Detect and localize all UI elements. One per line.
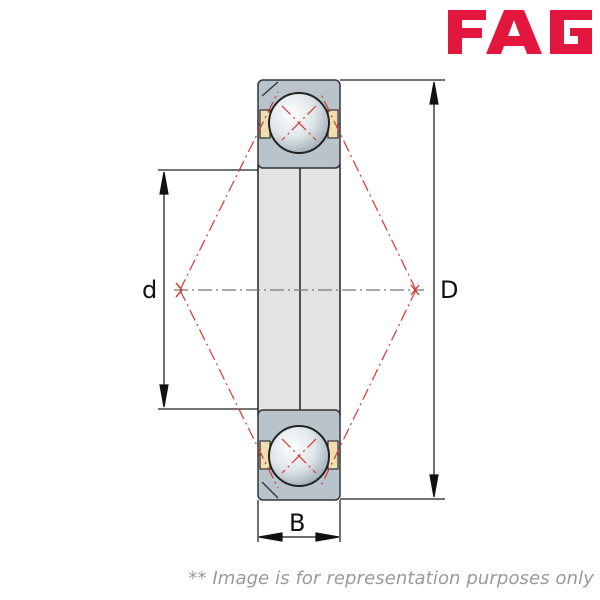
inner-diameter-dimension [159, 171, 169, 408]
width-label: B [289, 509, 306, 537]
fag-logo [448, 10, 592, 54]
inner-diameter-label: d [142, 276, 158, 304]
inner-diameter-extension-lines [158, 169, 258, 410]
width-dimension [257, 500, 341, 542]
outer-diameter-extension-lines [340, 79, 445, 500]
disclaimer-text: ** Image is for representation purposes … [188, 568, 594, 589]
top-rolling-element-section [257, 79, 341, 169]
bottom-rolling-element-section [257, 409, 341, 501]
outer-diameter-dimension [429, 81, 439, 498]
contact-lines [179, 91, 417, 489]
outer-diameter-label: D [440, 276, 459, 304]
